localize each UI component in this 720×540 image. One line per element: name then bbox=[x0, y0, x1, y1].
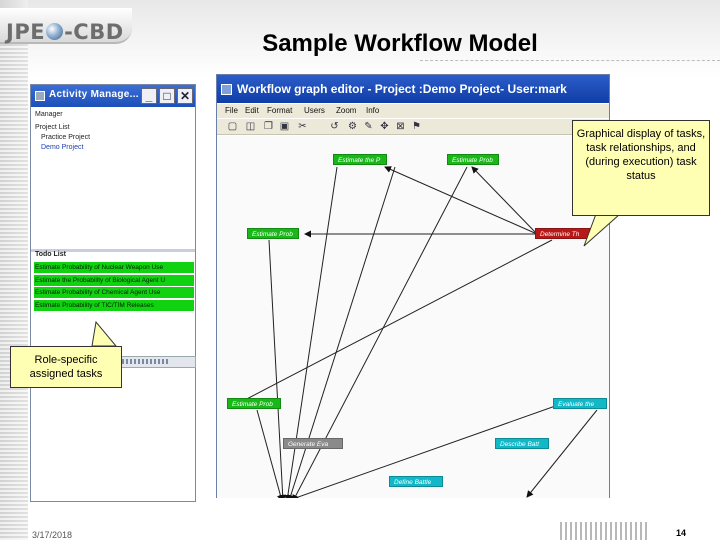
new-icon[interactable]: ▢ bbox=[227, 121, 238, 132]
maximize-button[interactable]: □ bbox=[159, 88, 175, 104]
edge bbox=[384, 166, 538, 235]
tree-item-practice-project[interactable]: Practice Project bbox=[41, 134, 91, 141]
todo-item[interactable]: Estimate the Probability of Biological A… bbox=[34, 274, 194, 286]
minimize-button[interactable]: _ bbox=[141, 88, 157, 104]
slide-date: 3/17/2018 bbox=[32, 530, 73, 540]
manager-label: Manager bbox=[35, 111, 63, 118]
todo-item[interactable]: Estimate Probability of Nuclear Weapon U… bbox=[34, 262, 194, 273]
pane-splitter[interactable] bbox=[31, 249, 195, 252]
menu-file[interactable]: File bbox=[225, 106, 238, 115]
todo-list: Estimate Probability of Nuclear Weapon U… bbox=[34, 262, 194, 312]
toolbar: ▢ ◫ ❐ ▣ ✂ ↺ ⚙ ✎ ✥ ⊠ ⚑ bbox=[217, 119, 609, 135]
activity-manager-window: Activity Manage... _ □ ✕ Manager Project… bbox=[30, 84, 196, 502]
logo-right: -CBD bbox=[64, 20, 124, 44]
task-node[interactable]: Estimate Prob bbox=[447, 154, 499, 165]
menu-edit[interactable]: Edit bbox=[245, 106, 259, 115]
edge bbox=[268, 239, 287, 498]
project-tree: Project List Practice Project Demo Proje… bbox=[35, 123, 90, 153]
edit-icon[interactable]: ✎ bbox=[364, 121, 373, 132]
window-icon bbox=[35, 91, 45, 101]
edge bbox=[471, 166, 538, 235]
menu-format[interactable]: Format bbox=[267, 106, 293, 115]
activity-manager-title: Activity Manage... bbox=[49, 89, 139, 100]
todo-item[interactable]: Estimate Probability of TIC/TIM Releases bbox=[34, 299, 194, 311]
decorative-stripes bbox=[0, 40, 28, 540]
role-tasks-callout: Role-specific assigned tasks bbox=[10, 346, 122, 388]
callout-pointer-graph bbox=[583, 213, 622, 247]
workflow-editor-titlebar[interactable]: Workflow graph editor - Project :Demo Pr… bbox=[217, 75, 609, 103]
graph-display-callout: Graphical display of tasks, task relatio… bbox=[572, 120, 710, 216]
callout-pointer-tasks bbox=[91, 320, 118, 347]
slide-title: Sample Workflow Model bbox=[262, 30, 538, 57]
edge bbox=[286, 403, 562, 498]
logo-left: JPE bbox=[6, 20, 46, 44]
paste-icon[interactable]: ▣ bbox=[279, 121, 290, 132]
task-node[interactable]: Describe Batt bbox=[495, 438, 549, 449]
tree-item-demo-project[interactable]: Demo Project bbox=[41, 144, 84, 151]
cut-icon[interactable]: ✂ bbox=[298, 121, 307, 132]
menu-users[interactable]: Users bbox=[304, 106, 325, 115]
delete-icon[interactable]: ⊠ bbox=[396, 121, 405, 132]
globe-icon bbox=[46, 23, 64, 40]
menu-zoom[interactable]: Zoom bbox=[336, 106, 357, 115]
logo-text: JPE -CBD bbox=[6, 20, 124, 44]
move-icon[interactable]: ✥ bbox=[380, 121, 389, 132]
workflow-canvas[interactable]: Estimate the P Estimate Prob Estimate Pr… bbox=[217, 136, 609, 498]
open-icon[interactable]: ◫ bbox=[245, 121, 256, 132]
task-node[interactable]: Define Battle bbox=[389, 476, 443, 487]
menu-info[interactable]: Info bbox=[366, 106, 380, 115]
edge bbox=[526, 409, 598, 498]
logo: JPE -CBD bbox=[0, 8, 132, 44]
settings-icon[interactable]: ⚙ bbox=[348, 121, 357, 132]
title-divider bbox=[420, 60, 720, 61]
tree-item-project-list[interactable]: Project List bbox=[35, 124, 70, 131]
window-icon bbox=[221, 84, 232, 95]
workflow-editor-title: Workflow graph editor - Project :Demo Pr… bbox=[237, 82, 567, 96]
todo-label: Todo List bbox=[35, 251, 66, 258]
edge bbox=[236, 239, 553, 405]
task-node[interactable]: Estimate the P bbox=[333, 154, 387, 165]
undo-icon[interactable]: ↺ bbox=[330, 121, 339, 132]
task-node[interactable]: Estimate Prob bbox=[247, 228, 299, 239]
scrollbar-thumb[interactable] bbox=[110, 359, 170, 364]
activity-manager-titlebar[interactable]: Activity Manage... _ □ ✕ bbox=[31, 85, 195, 107]
copy-icon[interactable]: ❐ bbox=[264, 121, 273, 132]
flag-icon[interactable]: ⚑ bbox=[412, 121, 421, 132]
task-node[interactable]: Evaluate the bbox=[553, 398, 607, 409]
menu-bar: File Edit Format Users Zoom Info bbox=[217, 104, 609, 118]
todo-item[interactable]: Estimate Probability of Chemical Agent U… bbox=[34, 287, 194, 298]
footer-decoration bbox=[560, 522, 650, 540]
close-button[interactable]: ✕ bbox=[177, 88, 193, 104]
task-node[interactable]: Generate Eva bbox=[283, 438, 343, 449]
slide-number: 14 bbox=[676, 528, 687, 538]
workflow-editor-window: Workflow graph editor - Project :Demo Pr… bbox=[216, 74, 610, 498]
task-node[interactable]: Estimate Prob bbox=[227, 398, 281, 409]
edge bbox=[256, 409, 284, 498]
